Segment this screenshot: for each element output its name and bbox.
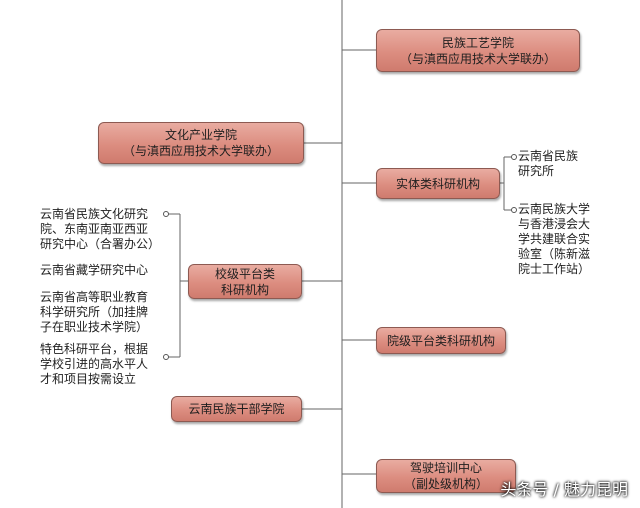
node-cultural-industry-college: 文化产业学院 （与滇西应用技术大学联办） (98, 122, 304, 164)
node-ethnic-craft-college: 民族工艺学院 （与滇西应用技术大学联办） (376, 29, 580, 72)
note-joint-lab: 云南民族大学 与香港浸会大 学共建联合实 验室（陈新滋 院士工作站） (518, 202, 590, 277)
note-line: 云南省民族 (518, 149, 579, 163)
node-subtitle: （副处级机构） (403, 477, 488, 491)
note-line: 云南省高等职业教育 (40, 290, 149, 304)
joint-dot (511, 154, 517, 160)
node-subtitle: 科研机构 (220, 282, 269, 297)
note-line: 研究所 (518, 164, 555, 178)
node-title: 文化产业学院 (164, 128, 237, 142)
node-title: 驾驶培训中心 (409, 461, 482, 475)
note-line: 云南省民族文化研究 (40, 207, 149, 221)
node-entity-research: 实体类科研机构 (376, 168, 500, 199)
note-line: 院士工作站） (518, 262, 591, 276)
node-cadre-college: 云南民族干部学院 (171, 396, 302, 422)
note-line: 才和项目按需设立 (40, 372, 137, 386)
joint-dot (163, 354, 169, 360)
note-line: 特色科研平台，根据 (40, 342, 149, 356)
node-school-platform: 校级平台类 科研机构 (188, 264, 302, 299)
note-tibetology-center: 云南省藏学研究中心 (40, 263, 148, 278)
node-subtitle: （与滇西应用技术大学联办） (122, 144, 279, 158)
note-line: 院、东南亚南亚西亚 (40, 222, 149, 236)
watermark-text: 头条号 / 魅力昆明 (500, 480, 628, 499)
node-subtitle: （与滇西应用技术大学联办） (399, 51, 556, 66)
note-line: 学共建联合实 (518, 232, 591, 246)
node-title: 民族工艺学院 (441, 35, 514, 50)
note-line: 学校引进的高水平人 (40, 357, 149, 371)
node-college-platform: 院级平台类科研机构 (376, 327, 506, 354)
note-line: 研究中心（合署办公） (40, 237, 161, 251)
note-culture-research-center: 云南省民族文化研究 院、东南亚南亚西亚 研究中心（合署办公） (40, 207, 160, 252)
joint-dot (163, 211, 169, 217)
node-driving-center: 驾驶培训中心 （副处级机构） (376, 459, 516, 493)
note-line: 与香港浸会大 (518, 217, 591, 231)
note-line: 验室（陈新滋 (518, 247, 591, 261)
note-line: 子在职业技术学院） (40, 320, 149, 334)
note-line: 云南省藏学研究中心 (40, 263, 149, 277)
note-ethnic-institute: 云南省民族 研究所 (518, 149, 578, 179)
note-vocational-institute: 云南省高等职业教育 科学研究所（加挂牌 子在职业技术学院） (40, 290, 148, 335)
note-line: 科学研究所（加挂牌 (40, 305, 149, 319)
node-title: 云南民族干部学院 (188, 402, 285, 416)
note-line: 云南民族大学 (518, 202, 591, 216)
node-title: 校级平台类 (214, 266, 275, 281)
joint-dot (511, 207, 517, 213)
node-title: 实体类科研机构 (395, 176, 480, 191)
note-special-platform: 特色科研平台，根据 学校引进的高水平人 才和项目按需设立 (40, 342, 148, 387)
node-title: 院级平台类科研机构 (386, 333, 495, 348)
